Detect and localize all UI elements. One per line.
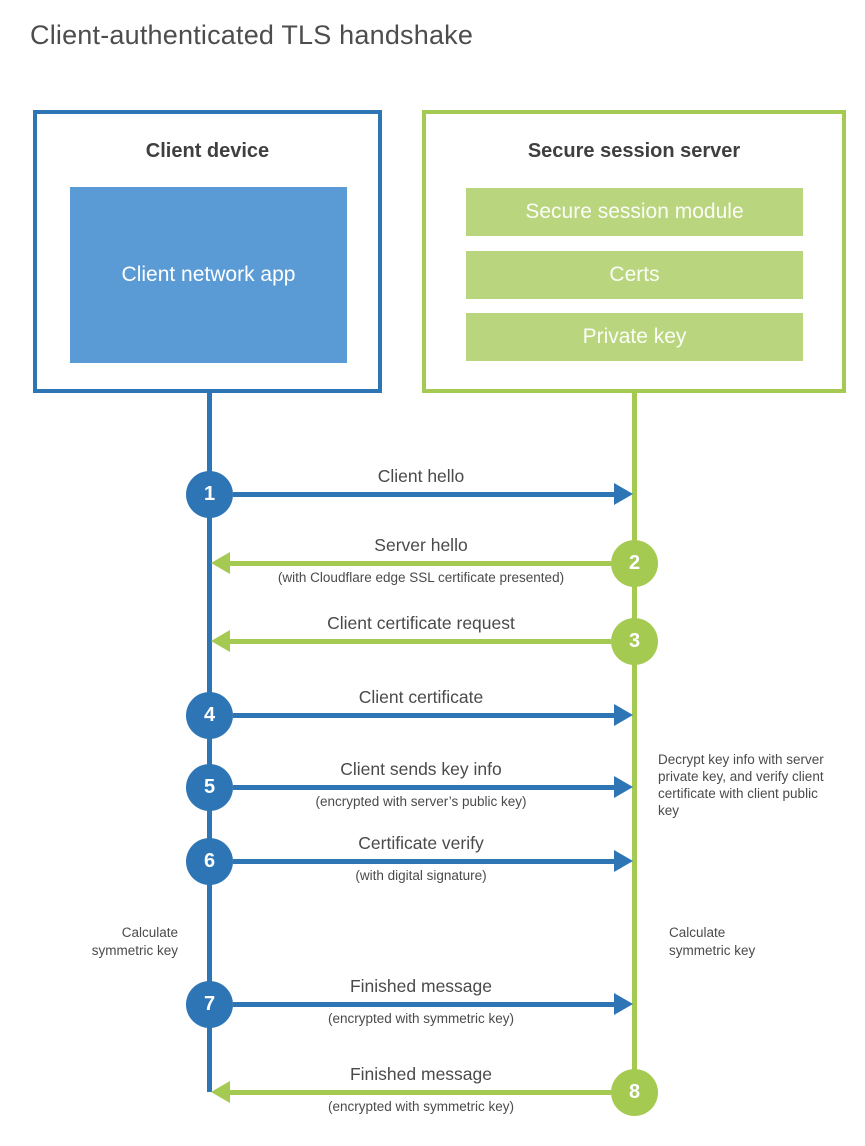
- step-5-badge: 5: [186, 763, 233, 811]
- step-4-arrow: [233, 713, 614, 718]
- client-network-app-label: Client network app: [121, 262, 296, 286]
- server-module-certs: Certs: [466, 251, 803, 299]
- step-1-message-label: Client hello: [377, 466, 465, 486]
- step-4-arrowhead-icon: [614, 704, 633, 726]
- step-7-badge: 7: [186, 980, 233, 1028]
- step-5-message-subtext: (encrypted with server’s public key): [315, 794, 527, 809]
- step-8-arrow: [230, 1090, 611, 1095]
- client-network-app-box: Client network app: [70, 187, 347, 363]
- client-lifeline: [207, 393, 212, 1092]
- step-7-arrowhead-icon: [614, 993, 633, 1015]
- step-2-arrow: [230, 561, 611, 566]
- step-2-message-subtext: (with Cloudflare edge SSL certificate pr…: [277, 570, 565, 585]
- step-5-arrow: [233, 785, 614, 790]
- server-lifeline: [632, 393, 637, 1092]
- step-6-arrow: [233, 859, 614, 864]
- step-8-arrowhead-icon: [211, 1081, 230, 1103]
- client-device-title: Client device: [145, 140, 270, 162]
- server-module-secure-session: Secure session module: [466, 188, 803, 236]
- decrypt-note: Decrypt key info with server private key…: [658, 752, 824, 819]
- step-6-message-label: Certificate verify: [358, 833, 484, 853]
- step-3-arrow: [230, 639, 611, 644]
- step-3-message-label: Client certificate request: [327, 613, 515, 633]
- step-5-arrowhead-icon: [614, 776, 633, 798]
- step-7-arrow: [233, 1002, 614, 1007]
- step-2-message-label: Server hello: [374, 535, 468, 555]
- step-8-message-label: Finished message: [349, 1064, 493, 1084]
- step-1-badge: 1: [186, 470, 233, 518]
- step-1-arrowhead-icon: [614, 483, 633, 505]
- step-2-arrowhead-icon: [211, 552, 230, 574]
- step-8-message-subtext: (encrypted with symmetric key): [327, 1099, 515, 1114]
- step-1-arrow: [233, 492, 614, 497]
- step-6-message-subtext: (with digital signature): [355, 868, 487, 883]
- calculate-symmetric-key-note-server: Calculate symmetric key: [669, 925, 756, 958]
- page-title: Client-authenticated TLS handshake: [30, 20, 474, 50]
- step-4-badge: 4: [186, 691, 233, 739]
- client-device-box: Client device Client network app: [33, 110, 382, 393]
- server-module-private-key: Private key: [466, 313, 803, 361]
- step-3-badge: 3: [611, 617, 658, 665]
- step-8-badge: 8: [611, 1068, 658, 1116]
- step-2-badge: 2: [611, 539, 658, 587]
- step-6-arrowhead-icon: [614, 850, 633, 872]
- step-6-badge: 6: [186, 837, 233, 885]
- step-5-message-label: Client sends key info: [340, 759, 502, 779]
- step-7-message-label: Finished message: [349, 976, 493, 996]
- secure-session-server-box: Secure session server Secure session mod…: [422, 110, 846, 393]
- calculate-symmetric-key-note-client: Calculate symmetric key: [91, 925, 178, 958]
- step-3-arrowhead-icon: [211, 630, 230, 652]
- step-4-message-label: Client certificate: [358, 687, 484, 707]
- secure-session-server-title: Secure session server: [527, 140, 741, 162]
- step-7-message-subtext: (encrypted with symmetric key): [327, 1011, 515, 1026]
